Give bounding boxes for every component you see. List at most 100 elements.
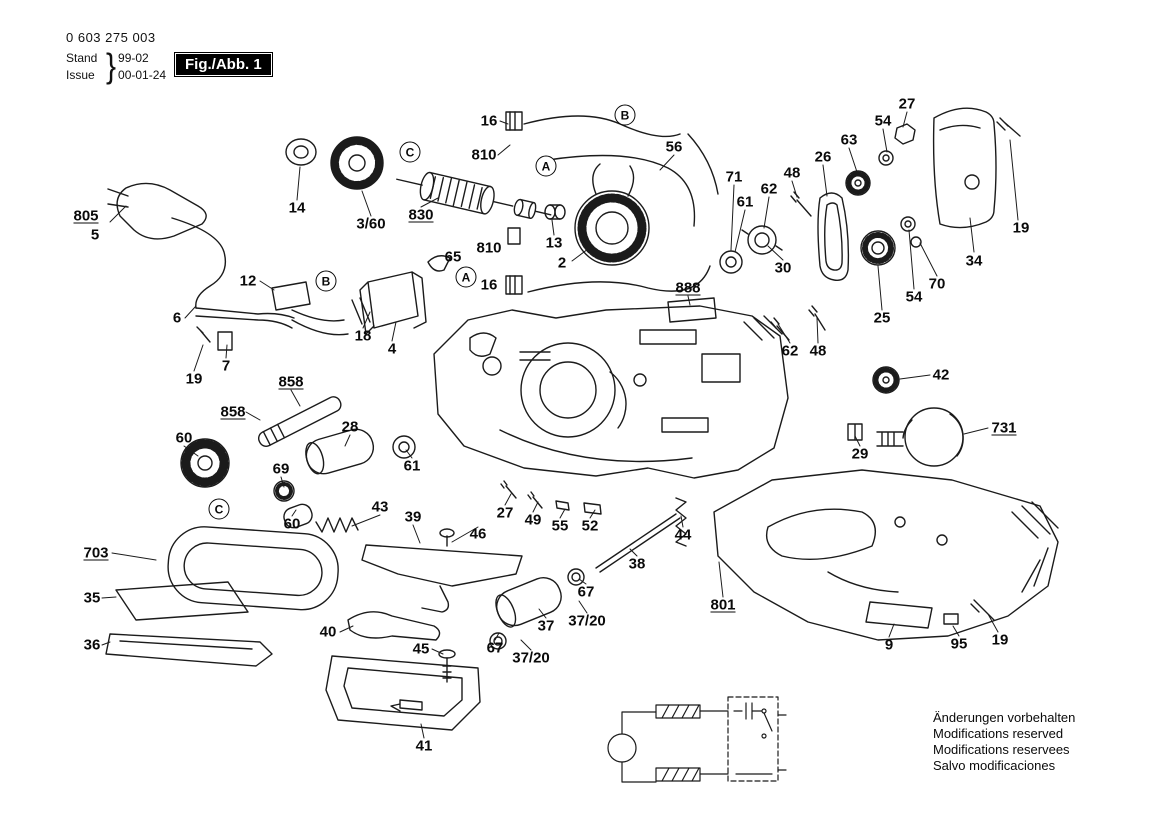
module-888-drawing: [667, 297, 717, 323]
frame-drawing: [361, 480, 687, 613]
part-label-5: 5: [90, 226, 100, 244]
knob-drawing: [847, 366, 964, 467]
footer-note: Modifications reserved: [933, 726, 1064, 741]
part-label-16: 16: [480, 112, 498, 130]
part-label-63: 63: [840, 131, 858, 149]
part-label-19: 19: [991, 631, 1009, 649]
part-label-37-20: 37/20: [568, 612, 606, 630]
part-label-13: 13: [545, 234, 563, 252]
part-label-49: 49: [524, 511, 542, 529]
part-label-19: 19: [185, 370, 203, 388]
sanding-belt-drawing: [105, 526, 339, 667]
part-label-71: 71: [725, 168, 743, 186]
part-label-52: 52: [581, 517, 599, 535]
part-label-27: 27: [898, 95, 916, 113]
belt-pulleys-drawing: [719, 123, 922, 341]
part-label-43: 43: [371, 498, 389, 516]
part-label-805: 805: [73, 207, 99, 225]
part-label-56: 56: [665, 138, 683, 156]
armature-drawing: [396, 171, 552, 220]
part-label-62: 62: [760, 180, 778, 198]
footer-note: Änderungen vorbehalten: [933, 710, 1076, 725]
part-label-54: 54: [874, 112, 892, 130]
base-bracket-drawing: [325, 655, 481, 731]
part-label-65: 65: [444, 248, 462, 266]
revision-block: Stand Issue } 99-02 00-01-24: [66, 47, 167, 86]
part-label-810: 810: [471, 146, 497, 164]
letter-callout-a: A: [535, 155, 557, 177]
part-label-7: 7: [221, 357, 231, 375]
letter-callout-b: B: [614, 104, 636, 126]
part-label-858: 858: [220, 403, 246, 421]
stand-label: Stand: [66, 51, 98, 65]
part-label-16: 16: [480, 276, 498, 294]
bearing-fan-drawing: [285, 136, 384, 190]
part-label-703: 703: [83, 544, 109, 562]
part-label-67: 67: [577, 583, 595, 601]
part-label-61: 61: [736, 193, 754, 211]
letter-callout-c: C: [208, 498, 230, 520]
stand-value: 99-02: [118, 51, 149, 65]
part-label-18: 18: [354, 327, 372, 345]
part-label-67: 67: [486, 639, 504, 657]
part-label-60: 60: [175, 429, 193, 447]
part-label-26: 26: [814, 148, 832, 166]
part-label-42: 42: [932, 366, 950, 384]
part-label-62: 62: [781, 342, 799, 360]
part-label-61: 61: [403, 457, 421, 475]
part-label-37-20: 37/20: [512, 649, 550, 667]
part-label-29: 29: [851, 445, 869, 463]
side-cover-drawing: [932, 107, 1021, 229]
part-label-9: 9: [884, 636, 894, 654]
field-coil-drawing: [574, 163, 650, 266]
issue-label: Issue: [66, 68, 95, 82]
part-label-54: 54: [905, 288, 923, 306]
part-label-38: 38: [628, 555, 646, 573]
power-cord-drawing: [107, 182, 349, 336]
part-label-3-60: 3/60: [356, 215, 386, 233]
part-label-858: 858: [278, 373, 304, 391]
part-label-36: 36: [83, 636, 101, 654]
part-label-44: 44: [674, 526, 692, 544]
part-label-801: 801: [710, 596, 736, 614]
part-label-45: 45: [412, 640, 430, 658]
drive-roller-drawing: [180, 396, 416, 533]
part-label-46: 46: [469, 525, 487, 543]
part-label-731: 731: [991, 419, 1017, 437]
part-label-19: 19: [1012, 219, 1030, 237]
issue-value: 00-01-24: [118, 68, 167, 82]
part-label-2: 2: [557, 254, 567, 272]
part-label-55: 55: [551, 517, 569, 535]
part-label-28: 28: [341, 418, 359, 436]
part-label-95: 95: [950, 635, 968, 653]
part-label-37: 37: [537, 617, 555, 635]
rear-housing-drawing: [713, 469, 1059, 641]
footer-note: Salvo modificaciones: [933, 758, 1056, 773]
brushes-wiring-drawing: [505, 111, 719, 295]
part-label-40: 40: [319, 623, 337, 641]
letter-callout-b: B: [315, 270, 337, 292]
part-label-60: 60: [283, 515, 301, 533]
part-label-25: 25: [873, 309, 891, 327]
part-label-41: 41: [415, 737, 433, 755]
letter-callout-c: C: [399, 141, 421, 163]
part-label-39: 39: [404, 508, 422, 526]
part-label-830: 830: [408, 206, 434, 224]
brace-glyph: }: [106, 47, 117, 86]
figure-label: Fig./Abb. 1: [174, 52, 273, 77]
footer-note: Modifications reservees: [933, 742, 1070, 757]
part-label-69: 69: [272, 460, 290, 478]
part-label-888: 888: [675, 279, 701, 297]
part-label-35: 35: [83, 589, 101, 607]
part-label-30: 30: [774, 259, 792, 277]
part-number: 0 603 275 003: [66, 30, 156, 45]
main-housing-drawing: [433, 305, 789, 479]
wiring-schematic-drawing: [607, 696, 787, 783]
letter-callout-a: A: [455, 266, 477, 288]
commutator-parts-drawing: [544, 204, 566, 220]
part-label-34: 34: [965, 252, 983, 270]
part-label-14: 14: [288, 199, 306, 217]
part-label-810: 810: [476, 239, 502, 257]
